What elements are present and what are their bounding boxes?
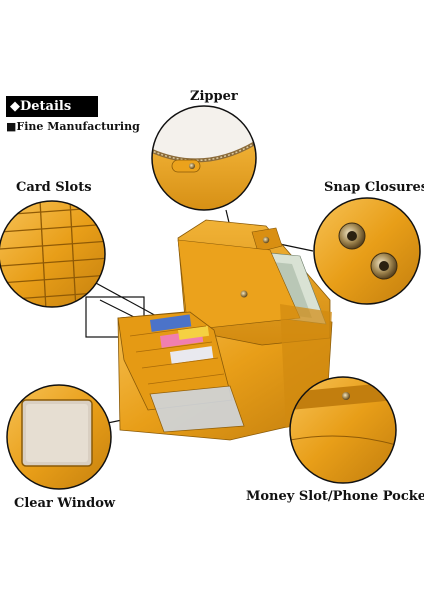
snap-closures-label: Snap Closures <box>324 180 424 195</box>
card-slots-label: Card Slots <box>16 180 92 195</box>
details-badge: ◆Details <box>6 96 98 117</box>
zipper-label: Zipper <box>190 89 238 104</box>
clear-window-label: Clear Window <box>14 496 116 511</box>
fine-manufacturing-label: ■Fine Manufacturing <box>6 120 140 133</box>
money-slot-label: Money Slot/Phone Pocket <box>246 489 424 504</box>
